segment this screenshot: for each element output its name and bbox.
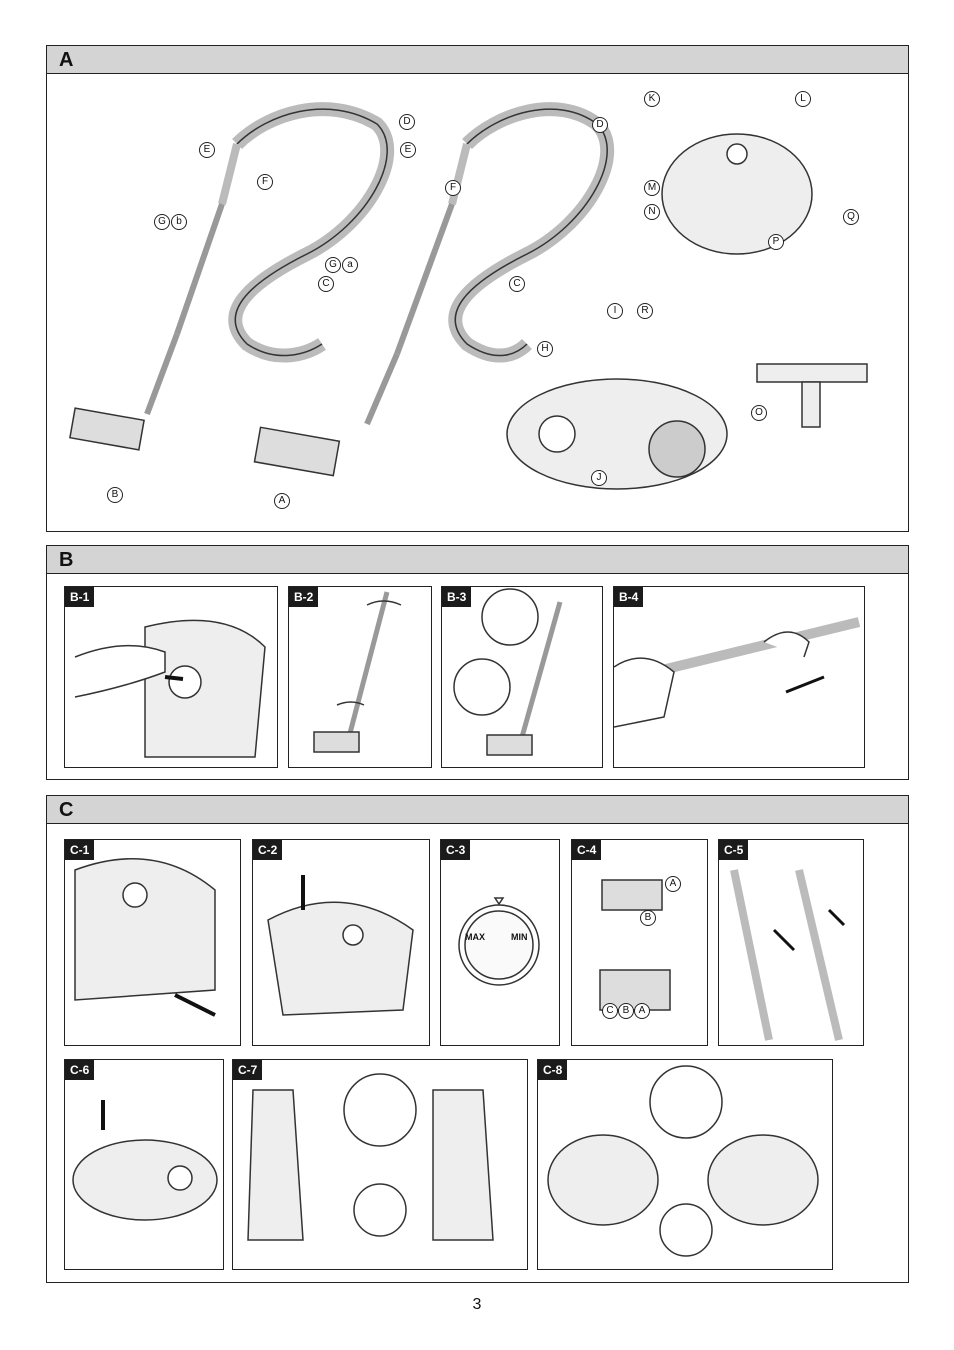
panel-c-3: C-3 MAX MIN — [440, 839, 560, 1046]
callout-f-2: F — [445, 180, 461, 196]
panel-b-3: B-3 — [441, 586, 603, 768]
callout-f-1: F — [257, 174, 273, 190]
callout-e-2: E — [400, 142, 416, 158]
section-a-header: A — [47, 46, 908, 74]
callout-j: J — [591, 470, 607, 486]
callout-a-small: a — [342, 257, 358, 273]
callout-o: O — [751, 405, 767, 421]
step-illustration — [74, 858, 216, 1017]
panel-tag: C-7 — [233, 1060, 263, 1080]
callout-r: R — [637, 303, 653, 319]
dial-min-label: MIN — [511, 932, 528, 942]
section-a: A — [46, 45, 909, 532]
step-illustration — [247, 1073, 494, 1241]
panel-c-5: C-5 — [718, 839, 864, 1046]
callout-a: A — [274, 493, 290, 509]
page-number: 3 — [472, 1296, 482, 1313]
panel-c-4: C-4 A B C B A — [571, 839, 708, 1046]
callout-b-small: b — [171, 214, 187, 230]
panel-b-4: B-4 — [613, 586, 865, 768]
step-illustration — [313, 591, 402, 753]
panel-tag: C-3 — [441, 840, 471, 860]
panel-c-7: C-7 — [232, 1059, 528, 1270]
panel-tag: B-1 — [65, 587, 95, 607]
step-illustration — [267, 875, 414, 1016]
section-b-header: B — [47, 546, 908, 574]
step-illustration — [547, 1065, 819, 1257]
callout-g-1: G — [154, 214, 170, 230]
panel-c-2: C-2 — [252, 839, 430, 1046]
callout-n: N — [644, 204, 660, 220]
section-c-header: C — [47, 796, 908, 824]
callout-d-1: D — [399, 114, 415, 130]
dial-max-label: MAX — [465, 932, 485, 942]
callout-b: B — [107, 487, 123, 503]
callout-i: I — [607, 303, 623, 319]
panel-tag: C-2 — [253, 840, 283, 860]
callout-d-2: D — [592, 117, 608, 133]
panel-tag: C-5 — [719, 840, 749, 860]
power-dial-illustration — [458, 897, 540, 986]
callout-h: H — [537, 341, 553, 357]
callout-g-2: G — [325, 257, 341, 273]
callout-c-2: C — [509, 276, 525, 292]
step-illustration — [453, 588, 563, 756]
step-illustration — [614, 617, 861, 728]
panel-tag: B-4 — [614, 587, 644, 607]
callout-e-1: E — [199, 142, 215, 158]
panel-b-1: B-1 — [64, 586, 278, 768]
callout-c-1: C — [318, 276, 334, 292]
c4-label-a: A — [634, 1003, 650, 1019]
panel-c-6: C-6 — [64, 1059, 224, 1270]
panel-tag: B-2 — [289, 587, 319, 607]
panel-c-1: C-1 — [64, 839, 241, 1046]
callout-l: L — [795, 91, 811, 107]
panel-c-8: C-8 — [537, 1059, 833, 1270]
section-c: C C-1 C-2 C-3 — [46, 795, 909, 1283]
step-illustration — [74, 619, 266, 758]
c4-label-b: B — [618, 1003, 634, 1019]
c4-label-c: C — [602, 1003, 618, 1019]
callout-q: Q — [843, 209, 859, 225]
panel-tag: C-8 — [538, 1060, 568, 1080]
section-b: B B-1 B-2 B-3 — [46, 545, 909, 780]
c4-label-b-top: B — [640, 910, 656, 926]
step-illustration — [730, 869, 846, 1041]
panel-tag: B-3 — [442, 587, 472, 607]
callout-m: M — [644, 180, 660, 196]
panel-b-2: B-2 — [288, 586, 432, 768]
callout-k: K — [644, 91, 660, 107]
panel-tag: C-6 — [65, 1060, 95, 1080]
panel-tag: C-1 — [65, 840, 95, 860]
callout-p: P — [768, 234, 784, 250]
c4-label-a-top: A — [665, 876, 681, 892]
panel-tag: C-4 — [572, 840, 602, 860]
parts-overview-illustration — [69, 102, 868, 490]
step-illustration — [72, 1100, 218, 1221]
